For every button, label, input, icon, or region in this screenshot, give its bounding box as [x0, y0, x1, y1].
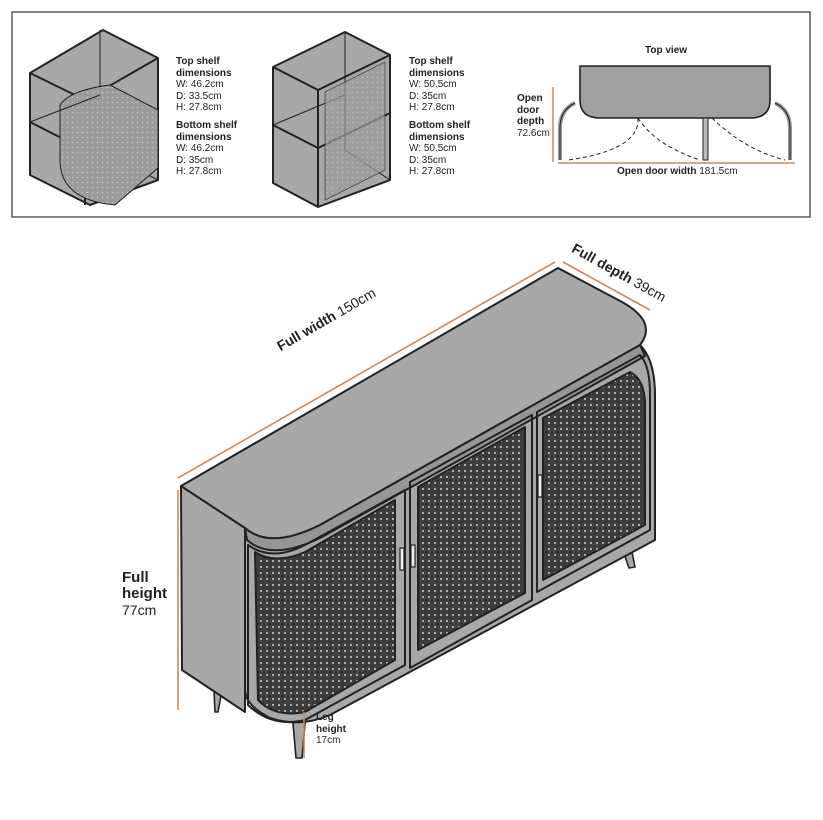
top-view-measure-lines	[552, 87, 795, 164]
curved-shelf-cabinet-drawing	[29, 29, 159, 206]
bottom-shelf-left-title-2: dimensions	[176, 131, 232, 143]
bottom-shelf-left-width: W: 46.2cm	[176, 143, 224, 154]
top-shelf-right-title-1: Top shelf	[409, 56, 453, 67]
leg-height-label: Leg height 17cm	[316, 712, 346, 747]
open-door-depth-value: 72.6cm	[517, 127, 550, 139]
bottom-shelf-right-height: H: 27.8cm	[409, 166, 455, 177]
bottom-shelf-left-height: H: 27.8cm	[176, 166, 222, 177]
open-door-width-label: Open door width 181.5cm	[617, 166, 738, 178]
open-door-depth-line3: depth	[517, 116, 545, 127]
full-height-label: Full height 77cm	[122, 569, 167, 619]
open-door-depth-line1: Open	[517, 93, 543, 104]
bottom-shelf-right-title-1: Bottom shelf	[409, 120, 471, 131]
leg-height-value: 17cm	[316, 735, 341, 746]
open-door-depth-label: Open door depth 72.6cm	[517, 93, 550, 139]
top-shelf-left-label: Top shelf dimensions W: 46.2cm D: 33.5cm…	[176, 56, 232, 114]
top-shelf-right-width: W: 50.5cm	[409, 79, 457, 90]
full-height-line2: height	[122, 585, 167, 602]
open-door-width-text: Open door width	[617, 166, 697, 177]
bottom-shelf-right-title-2: dimensions	[409, 131, 465, 143]
bottom-shelf-right-depth: D: 35cm	[409, 154, 447, 166]
open-door-width-value: 181.5cm	[699, 166, 738, 177]
top-shelf-left-title-2: dimensions	[176, 67, 232, 79]
leg-height-line2: height	[316, 723, 346, 735]
sideboard-drawing	[180, 267, 656, 759]
bottom-shelf-right-width: W: 50.5cm	[409, 143, 457, 154]
bottom-shelf-left-label: Bottom shelf dimensions W: 46.2cm D: 35c…	[176, 120, 237, 178]
top-view-drawing	[558, 65, 792, 161]
top-shelf-right-height: H: 27.8cm	[409, 102, 455, 113]
full-height-value: 77cm	[122, 602, 157, 618]
top-shelf-right-depth: D: 35cm	[409, 90, 447, 102]
top-shelf-left-height: H: 27.8cm	[176, 102, 222, 113]
main-measure-lines	[177, 261, 651, 758]
bottom-shelf-left-title-1: Bottom shelf	[176, 120, 238, 131]
square-shelf-cabinet-drawing	[272, 31, 391, 208]
full-height-line1: Full	[122, 569, 149, 586]
top-shelf-left-title-1: Top shelf	[176, 56, 220, 67]
bottom-shelf-left-depth: D: 35cm	[176, 154, 214, 166]
top-shelf-left-depth: D: 33.5cm	[176, 90, 222, 102]
top-shelf-right-title-2: dimensions	[409, 67, 465, 79]
open-door-depth-line2: door	[517, 104, 540, 116]
leg-height-line1: Leg	[316, 712, 334, 723]
top-shelf-right-label: Top shelf dimensions W: 50.5cm D: 35cm H…	[409, 56, 465, 114]
top-shelf-left-width: W: 46.2cm	[176, 79, 224, 90]
top-view-title: Top view	[645, 45, 688, 56]
bottom-shelf-right-label: Bottom shelf dimensions W: 50.5cm D: 35c…	[409, 120, 470, 178]
